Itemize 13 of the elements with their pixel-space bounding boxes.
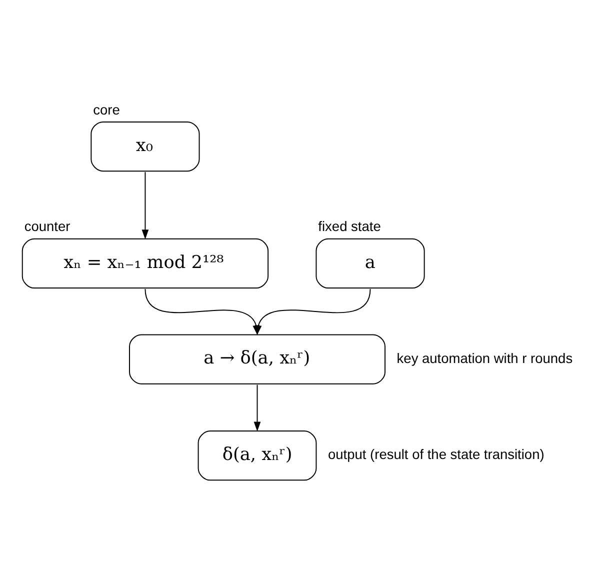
node-box: x₀ xyxy=(90,121,200,172)
node-label: fixed state xyxy=(318,219,381,234)
arrow xyxy=(144,288,260,336)
node-label: core xyxy=(93,102,120,118)
arrow xyxy=(254,384,261,432)
node-box: δ(a, xₙʳ) xyxy=(198,430,317,481)
node-box: a xyxy=(316,238,425,289)
node-label: output (result of the state transition) xyxy=(328,447,544,462)
node-label: key automation with r rounds xyxy=(396,350,573,366)
node-label: counter xyxy=(24,219,70,234)
arrow xyxy=(142,172,149,240)
node-box: xₙ = xₙ₋₁ mod 2¹²⁸ xyxy=(22,238,269,289)
node-box: a → δ(a, xₙʳ) xyxy=(129,334,386,384)
